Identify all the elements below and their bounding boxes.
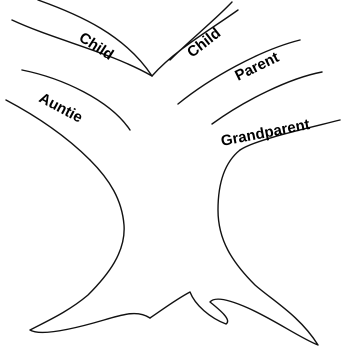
tree-outline xyxy=(6,0,340,345)
label-auntie: Auntie xyxy=(36,90,85,127)
trunk-left-outline xyxy=(30,160,150,332)
trunk-right-outline xyxy=(150,150,318,345)
label-grandparent: Grandparent xyxy=(220,116,312,150)
branch-labels: Child Child Parent Auntie Grandparent xyxy=(36,25,311,150)
branch-child-left-outline xyxy=(12,20,152,76)
label-parent: Parent xyxy=(232,49,281,85)
label-child-right: Child xyxy=(184,25,224,61)
